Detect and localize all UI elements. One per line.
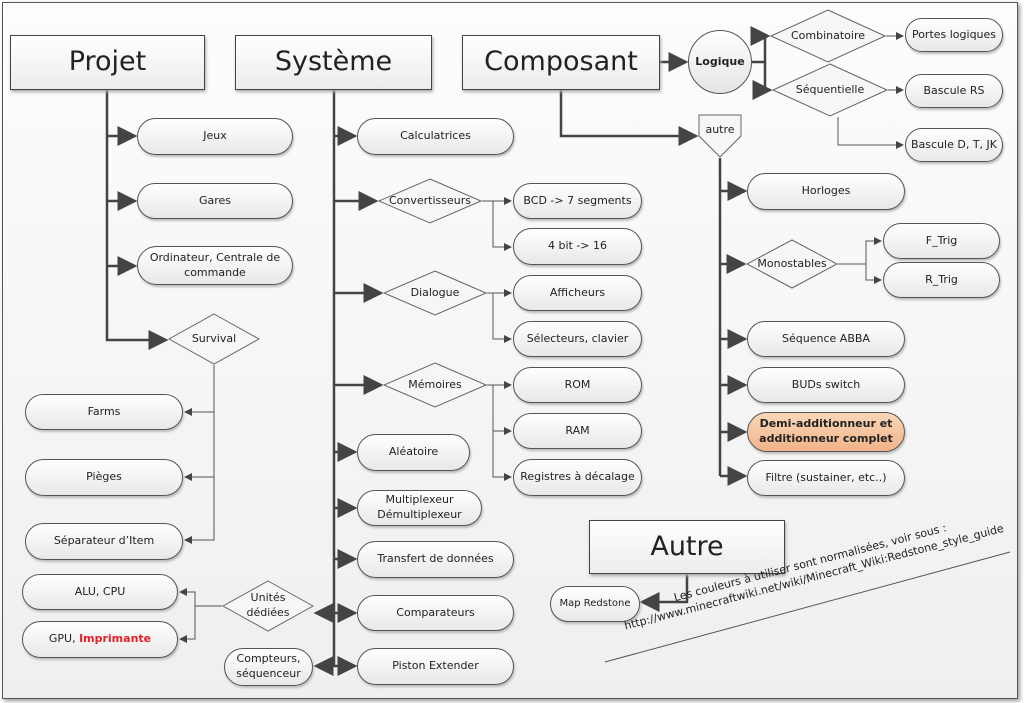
- header-autre: Autre: [589, 520, 785, 574]
- node-selecteurs: Sélecteurs, clavier: [513, 321, 642, 357]
- node-abba: Séquence ABBA: [747, 321, 905, 357]
- decision-monostables: Monostables: [746, 239, 838, 289]
- node-piston: Piston Extender: [357, 648, 514, 685]
- memoires-label: Mémoires: [408, 377, 462, 391]
- node-compteurs: Compteurs, séquenceur: [224, 648, 313, 686]
- autre-label: autre: [705, 122, 735, 136]
- node-bascule-dtjk: Bascule D, T, JK: [905, 128, 1003, 162]
- node-buds: BUDs switch: [747, 367, 905, 403]
- node-rom: ROM: [513, 367, 642, 403]
- decision-convertisseurs: Convertisseurs: [378, 178, 482, 224]
- node-ordinateur: Ordinateur, Centrale de commande: [137, 246, 293, 285]
- node-registres: Registres à décalage: [513, 459, 642, 496]
- node-rtrig: R_Trig: [883, 262, 1000, 298]
- imprimante-label: Imprimante: [79, 632, 152, 646]
- unites-label: Unités dédiées: [246, 591, 290, 619]
- node-autre-connector: autre: [698, 114, 742, 158]
- node-filtre: Filtre (sustainer, etc..): [747, 460, 905, 496]
- node-gpu: GPU, Imprimante: [22, 621, 178, 658]
- survival-label: Survival: [191, 331, 237, 345]
- node-separateur: Séparateur d’Item: [25, 523, 183, 560]
- node-multiplexeur: Multiplexeur Démultiplexeur: [357, 490, 482, 526]
- decision-combinatoire: Combinatoire: [770, 9, 886, 63]
- node-jeux: Jeux: [137, 118, 293, 155]
- node-bcd: BCD -> 7 segments: [513, 183, 642, 219]
- sequentielle-label: Séquentielle: [795, 82, 865, 96]
- node-alu: ALU, CPU: [22, 574, 178, 610]
- node-bascule-rs: Bascule RS: [905, 74, 1003, 108]
- decision-dialogue: Dialogue: [383, 270, 487, 316]
- gpu-label: GPU,: [48, 632, 80, 646]
- header-projet: Projet: [10, 35, 205, 90]
- node-transfert: Transfert de données: [357, 541, 514, 578]
- node-portes: Portes logiques: [905, 18, 1003, 52]
- node-comparateurs: Comparateurs: [357, 595, 514, 631]
- node-farms: Farms: [25, 394, 183, 430]
- header-composant: Composant: [462, 35, 660, 90]
- decision-unites: Unités dédiées: [222, 580, 314, 632]
- monostables-label: Monostables: [757, 256, 827, 270]
- decision-sequentielle: Séquentielle: [772, 63, 888, 117]
- convertisseurs-label: Convertisseurs: [388, 193, 471, 207]
- decision-memoires: Mémoires: [383, 362, 487, 408]
- node-pieges: Pièges: [25, 459, 183, 496]
- node-afficheurs: Afficheurs: [513, 275, 642, 311]
- node-4bit: 4 bit -> 16: [513, 228, 642, 265]
- node-calculatrices: Calculatrices: [357, 118, 514, 155]
- node-map-redstone: Map Redstone: [550, 586, 640, 622]
- node-logique: Logique: [688, 30, 752, 94]
- header-systeme: Système: [235, 35, 432, 90]
- node-gares: Gares: [137, 183, 293, 219]
- node-demi-additionneur: Demi-additionneur et additionneur comple…: [747, 412, 905, 452]
- dialogue-label: Dialogue: [410, 285, 460, 299]
- node-ram: RAM: [513, 413, 642, 449]
- decision-survival: Survival: [168, 313, 260, 365]
- combinatoire-label: Combinatoire: [790, 28, 866, 42]
- node-ftrig: F_Trig: [883, 223, 1000, 259]
- node-aleatoire: Aléatoire: [357, 434, 470, 471]
- node-horloges: Horloges: [747, 173, 905, 210]
